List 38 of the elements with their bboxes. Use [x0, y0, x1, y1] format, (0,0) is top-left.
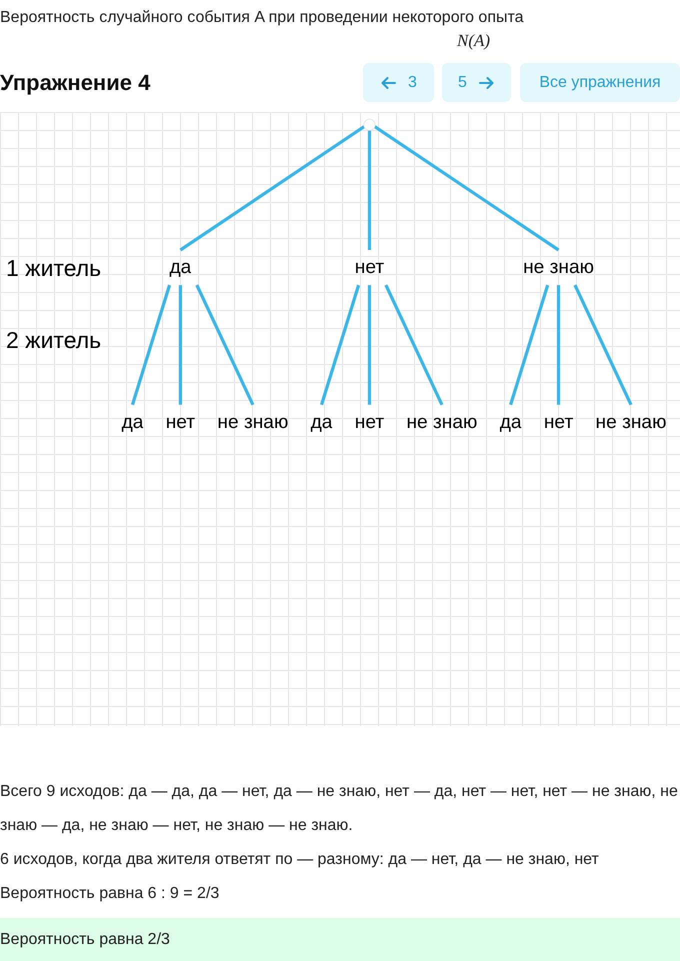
node-text: нет: [354, 256, 384, 278]
intro-text: Вероятность случайного события A при проведении некоторого опыта: [0, 8, 524, 28]
answer-text: Вероятность равна 2/3: [0, 930, 170, 950]
connector: [574, 284, 632, 406]
connector: [368, 130, 372, 250]
connector: [368, 285, 372, 405]
node-text: да: [500, 411, 522, 433]
connector: [556, 285, 560, 405]
connector: [178, 285, 182, 405]
connector: [195, 284, 254, 406]
formula-text: N(A): [457, 32, 490, 50]
connector: [374, 125, 560, 252]
graph-paper-background: да нет не знаю да нет не знаю да нет не знаю да нет не знаю 1 житель 2 житель: [0, 112, 680, 726]
next-button: 5: [442, 63, 511, 102]
connector: [320, 284, 360, 406]
exercise-title: Упражнение 4: [0, 70, 150, 96]
connector: [180, 125, 366, 252]
node-text: не знаю: [523, 256, 594, 278]
favourable-outcomes-text: 6 исходов, когда два жителя ответят по — разному: да — нет, да — не знаю, нет: [0, 850, 600, 870]
node-circle: [363, 118, 376, 131]
node-text: да: [169, 256, 192, 278]
probability-text: Вероятность равна 6 : 9 = 2/3: [0, 884, 220, 904]
node-text: нет: [544, 411, 574, 433]
connector: [130, 284, 172, 406]
node-text: нет: [354, 411, 384, 433]
connector: [509, 284, 550, 406]
node-text: не знаю: [406, 411, 478, 433]
node-text: нет: [166, 411, 196, 433]
all-exercises-button: Все упражнения: [520, 63, 680, 102]
node-text: не знаю: [596, 411, 666, 433]
level-label: 2 житель: [6, 327, 102, 354]
node-text: не знаю: [217, 411, 288, 433]
level-label: 1 житель: [6, 254, 102, 281]
node-text: да: [122, 411, 144, 433]
outcomes-text: Всего 9 исходов: да — да, да — нет, да — не знаю, нет — да, нет — нет, нет — не знаю, не знаю — да, не знаю — нет, не знаю — не знаю.: [0, 782, 679, 836]
previous-button: 3: [363, 63, 434, 102]
connector: [384, 284, 444, 406]
node-text: да: [310, 411, 332, 433]
